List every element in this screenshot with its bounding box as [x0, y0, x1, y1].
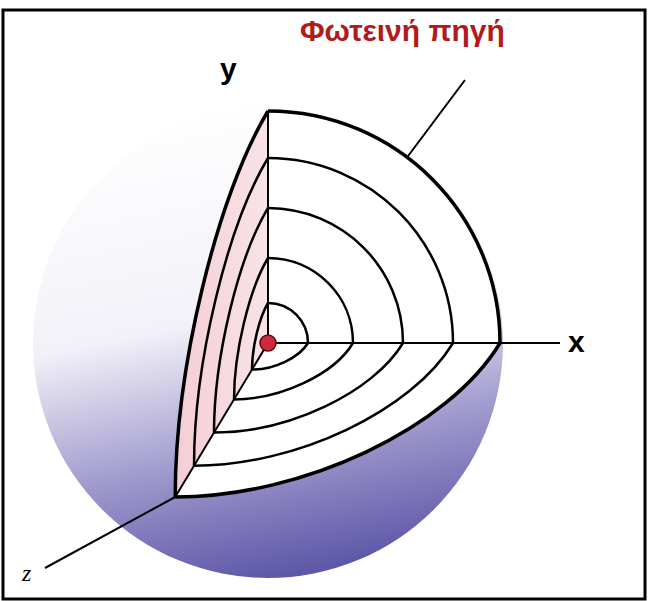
yz-cut-face — [175, 111, 268, 497]
wavefront-arcs — [194, 158, 453, 466]
axis-label: x — [568, 325, 585, 358]
outer-wavefront — [175, 111, 500, 497]
light-source-dot — [260, 335, 276, 351]
axis-label: y — [220, 52, 237, 85]
frame — [3, 10, 645, 599]
light-source-label: Φωτεινή πηγή — [300, 14, 505, 47]
axis-label: z — [22, 560, 31, 586]
coordinate-axes — [45, 111, 560, 568]
xy-cut-face — [268, 111, 500, 343]
